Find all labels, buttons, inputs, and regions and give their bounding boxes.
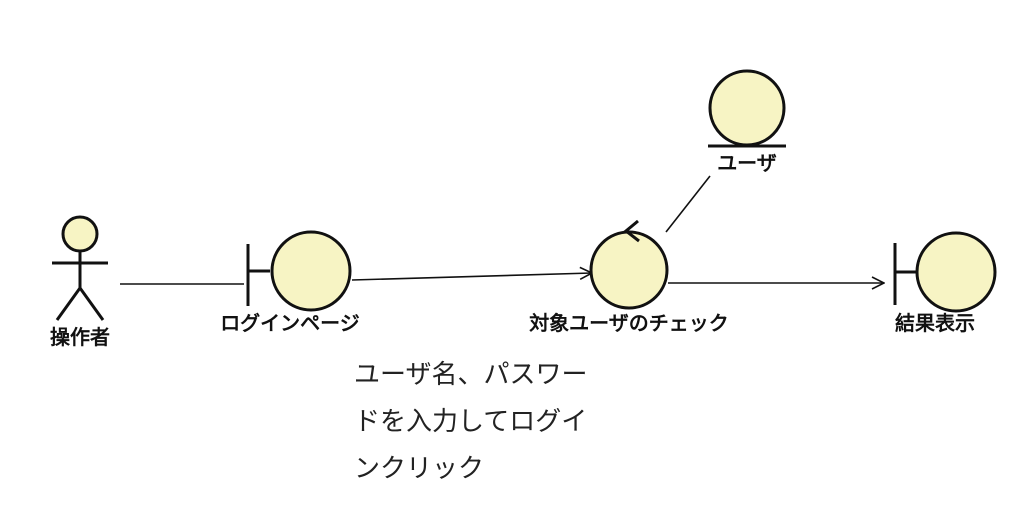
boundary-icon — [893, 231, 997, 313]
annotation-note: ユーザ名、パスワー ドを入力してログイ ンクリック — [354, 352, 654, 493]
boundary-icon — [246, 230, 352, 312]
entity-icon — [708, 69, 786, 148]
entity-user[interactable]: ユーザ — [708, 69, 786, 175]
actor-label: 操作者 — [50, 325, 110, 349]
control-label: 対象ユーザのチェック — [528, 311, 729, 335]
boundary-result-display[interactable]: 結果表示 — [893, 231, 997, 335]
note-line: ンクリック — [354, 454, 485, 484]
boundary-result-label: 結果表示 — [895, 311, 975, 335]
stick-figure-icon — [52, 215, 108, 321]
actor-operator[interactable]: 操作者 — [50, 215, 110, 349]
boundary-login-page[interactable]: ログインページ — [220, 230, 360, 335]
association-check-user — [665, 175, 711, 233]
note-line: ユーザ名、パスワー — [354, 360, 588, 390]
entity-user-label: ユーザ — [717, 151, 777, 175]
note-line: ドを入力してログイ — [354, 407, 588, 437]
control-target-user-check[interactable]: 対象ユーザのチェック — [528, 219, 729, 335]
boundary-login-label: ログインページ — [220, 311, 360, 335]
arrow-login-to-check — [351, 273, 592, 281]
control-icon — [589, 219, 669, 310]
